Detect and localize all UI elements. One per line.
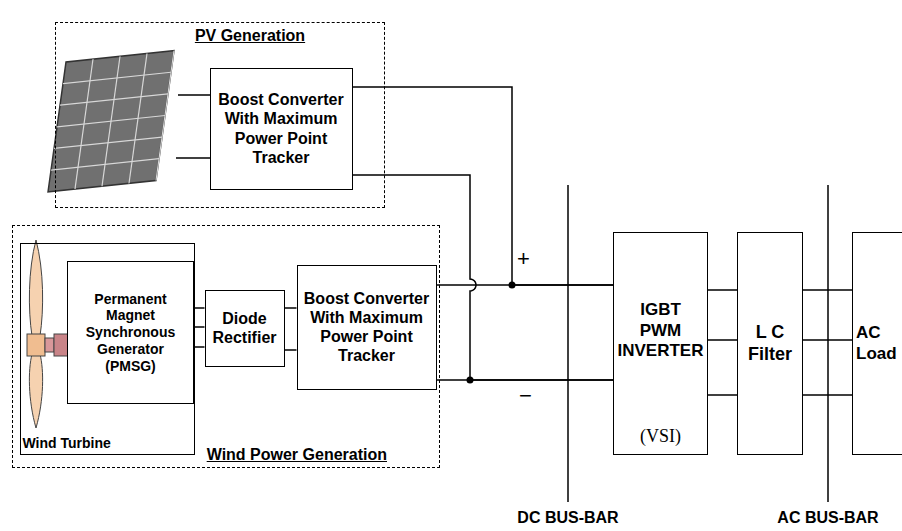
turbine-hub xyxy=(27,334,45,356)
group-title: Wind Power Generation xyxy=(207,445,387,464)
dc-bus-bar xyxy=(567,185,569,502)
box-content: IGBT PWM INVERTER(VSI) xyxy=(614,233,707,454)
pv-panel-frame xyxy=(48,51,174,192)
wire-connection xyxy=(437,285,614,380)
wind-turbine-box: Permanent Magnet Synchronous Generator (… xyxy=(20,243,195,455)
wind-generation-group: Permanent Magnet Synchronous Generator (… xyxy=(12,225,440,468)
wire xyxy=(285,307,297,309)
box-label: Boost Converter With Maximum Power Point… xyxy=(300,289,434,366)
wire xyxy=(194,307,205,309)
box-content: Permanent Magnet Synchronous Generator (… xyxy=(68,262,193,403)
wire xyxy=(437,379,614,381)
boost-converter-box: Boost Converter With Maximum Power Point… xyxy=(297,265,437,390)
box-content: Boost Converter With Maximum Power Point… xyxy=(211,69,352,189)
box-label: (VSI) xyxy=(640,426,681,448)
pv-cell-line xyxy=(63,72,171,83)
box-label: L C Filter xyxy=(741,322,799,365)
polarity-sign: − xyxy=(519,384,532,408)
pv-panel xyxy=(48,51,174,192)
wind-turbine xyxy=(27,240,68,428)
wire xyxy=(803,289,852,291)
bus-bar-label: AC BUS-BAR xyxy=(777,509,878,527)
turbine-shaft xyxy=(45,338,54,352)
pv-cell-line xyxy=(57,115,165,126)
wire xyxy=(803,339,852,341)
wire xyxy=(437,284,614,286)
rectifier-box: Diode Rectifier xyxy=(205,290,285,367)
pv-wire xyxy=(176,157,210,159)
inverter-box: IGBT PWM INVERTER(VSI) xyxy=(613,232,708,455)
box-content: L C Filter xyxy=(738,233,802,454)
turbine-blade xyxy=(29,354,42,428)
ac-bus-bar xyxy=(827,185,829,502)
box-content: Diode Rectifier xyxy=(206,291,284,366)
group-title: Wind Turbine xyxy=(23,435,111,452)
pv-cell-line xyxy=(60,94,168,105)
polarity-sign: + xyxy=(517,247,530,271)
wire-connection xyxy=(803,290,852,395)
wire xyxy=(708,339,737,341)
wire xyxy=(285,349,297,351)
box-label: IGBT PWM INVERTER xyxy=(618,235,704,426)
wire-connection xyxy=(708,290,737,395)
wire xyxy=(194,326,205,328)
generator-box: Permanent Magnet Synchronous Generator (… xyxy=(67,261,194,404)
wire xyxy=(708,289,737,291)
wire xyxy=(803,394,852,396)
group-title: PV Generation xyxy=(116,26,384,45)
ac-load-box: AC Load xyxy=(852,232,902,455)
box-label: Diode Rectifier xyxy=(210,309,280,347)
pv-panel-grid xyxy=(48,51,174,192)
box-content: AC Load xyxy=(853,233,902,454)
pv-generation-group: Boost Converter With Maximum Power Point… xyxy=(55,22,385,208)
pv-cell-line xyxy=(54,137,162,148)
bus-bar-label: DC BUS-BAR xyxy=(517,509,618,527)
boost-converter-box: Boost Converter With Maximum Power Point… xyxy=(210,68,353,190)
box-label: AC Load xyxy=(856,323,902,364)
wire xyxy=(353,87,614,285)
pv-cell-line xyxy=(51,159,159,170)
box-content: Boost Converter With Maximum Power Point… xyxy=(298,266,436,389)
lc-filter-box: L C Filter xyxy=(737,232,803,455)
box-label: Boost Converter With Maximum Power Point… xyxy=(213,90,350,167)
wire xyxy=(708,394,737,396)
box-label: Permanent Magnet Synchronous Generator (… xyxy=(74,291,187,375)
turbine-blade xyxy=(29,240,42,336)
turbine-gearbox xyxy=(54,334,68,356)
wire-connection xyxy=(285,308,297,350)
pv-wire xyxy=(178,94,210,96)
wire-connection xyxy=(194,308,205,347)
wire xyxy=(194,346,205,348)
